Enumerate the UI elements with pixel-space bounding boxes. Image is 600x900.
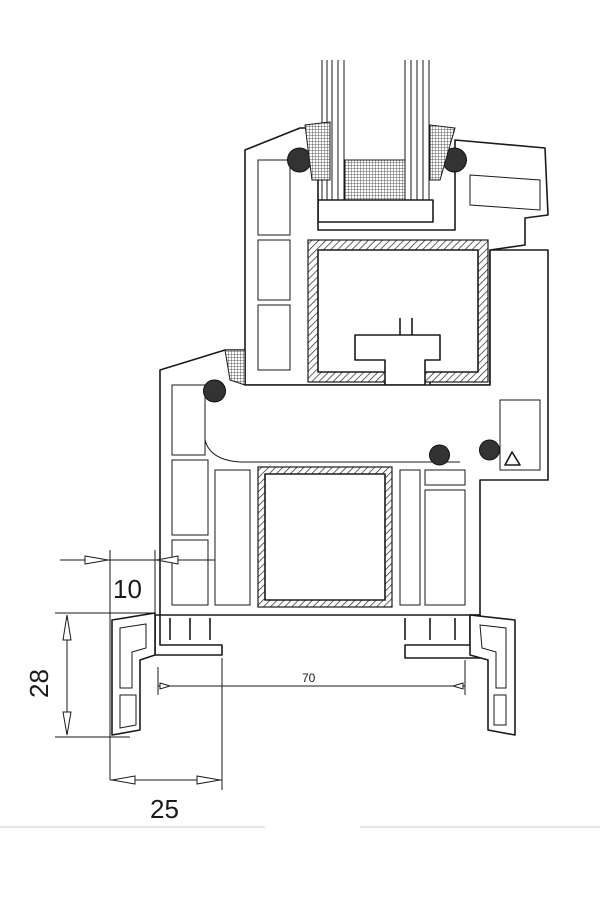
dimension-sill-width: 25 — [110, 658, 223, 824]
frame-gasket — [203, 379, 226, 403]
frame-gasket — [429, 444, 450, 466]
frame-gasket — [479, 439, 500, 461]
sill-adapter-left — [111, 612, 156, 736]
dimension-sill-height: 28 — [24, 612, 155, 738]
dimension-label-10: 10 — [113, 574, 142, 604]
dimension-frame-depth: 70 — [157, 660, 466, 695]
dimension-overlap: 10 — [60, 550, 215, 780]
glass-spacer — [317, 199, 434, 223]
frame-profile — [154, 249, 549, 659]
dimension-label-25: 25 — [150, 794, 179, 824]
dimension-label-28: 28 — [24, 669, 54, 698]
sill-adapter-right — [469, 614, 516, 736]
dimension-label-70: 70 — [302, 671, 316, 685]
spacer-desiccant — [344, 159, 406, 201]
sash-profile — [244, 121, 549, 386]
glazing-panes — [317, 60, 434, 223]
